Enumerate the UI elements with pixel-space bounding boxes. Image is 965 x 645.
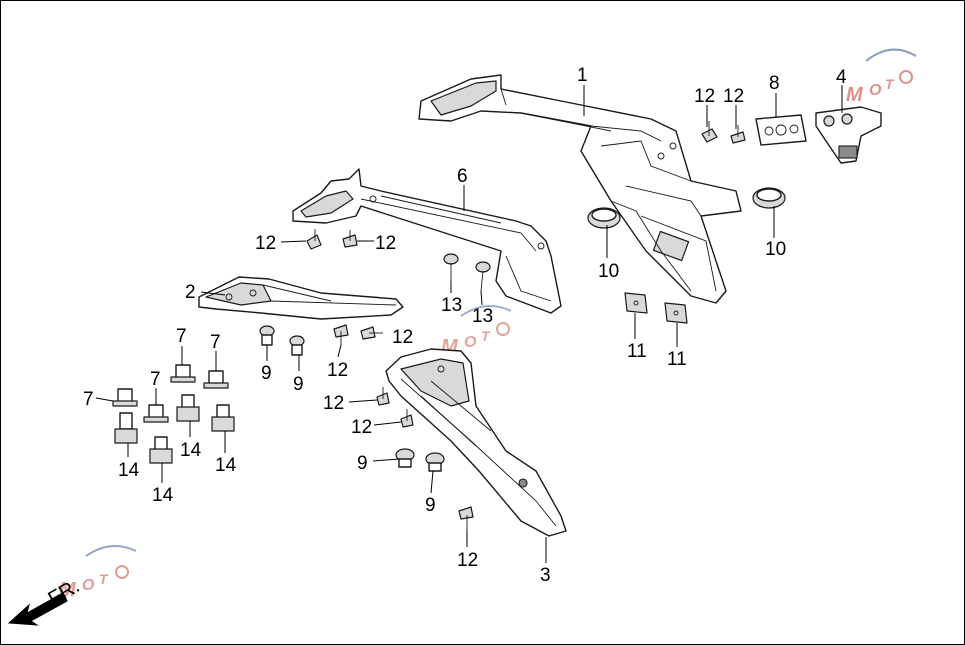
callout-1: 1: [577, 65, 588, 86]
callout-10-b: 10: [765, 239, 786, 260]
leader-lines: [95, 85, 843, 563]
svg-text:T: T: [481, 328, 491, 344]
callout-14-c: 14: [180, 440, 202, 461]
part-14-nut-b: [149, 436, 173, 464]
callout-14-a: 14: [118, 460, 140, 481]
callout-12-e: 12: [327, 360, 348, 381]
callout-9-b: 9: [293, 374, 304, 395]
callout-14-d: 14: [215, 455, 237, 476]
part-13-screw-b: [475, 261, 491, 292]
part-12-screw-f: [360, 326, 383, 340]
callout-6: 6: [457, 166, 468, 187]
part-11-clip-right: [664, 302, 688, 324]
callout-12-c: 12: [255, 233, 276, 254]
watermark-logo-bottom-left: M O T: [59, 545, 137, 601]
callout-2: 2: [185, 282, 196, 303]
part-3-rear-fender: [385, 348, 567, 537]
part-14-nut-c: [176, 394, 200, 422]
part-12-screw-a: [701, 121, 718, 143]
part-12-screw-h: [400, 409, 414, 428]
callout-7-c: 7: [150, 369, 161, 390]
callout-11-b: 11: [667, 349, 687, 370]
part-12-screw-g: [376, 387, 390, 406]
callout-7-d: 7: [83, 389, 94, 410]
part-7-collar-b: [143, 404, 169, 423]
part-9-bolt-b: [289, 335, 305, 356]
callout-12-a: 12: [694, 86, 715, 107]
part-12-screw-b: [730, 125, 746, 144]
svg-text:T: T: [885, 76, 895, 92]
callout-7-a: 7: [176, 326, 187, 347]
front-arrow-icon: [7, 592, 68, 626]
part-14-nut-d: [211, 404, 235, 432]
callout-14-b: 14: [152, 485, 174, 506]
front-direction-indicator: FR.: [7, 575, 83, 626]
part-7-collar-d: [203, 370, 229, 389]
part-12-screw-d: [342, 230, 358, 248]
callout-10-a: 10: [598, 261, 619, 282]
part-8-cover-plate: [755, 114, 807, 146]
callout-3: 3: [540, 565, 551, 586]
part-7-collar-a: [112, 388, 138, 407]
part-10-grommet-left: [587, 207, 621, 229]
callout-13-b: 13: [472, 306, 493, 327]
callout-12-b: 12: [723, 86, 744, 107]
callout-13-a: 13: [441, 295, 462, 316]
part-10-grommet-right: [752, 187, 786, 209]
callout-9-c: 9: [357, 453, 368, 474]
svg-text:O: O: [464, 334, 477, 351]
callouts: 1 6 2 3 4 8 12 12 12 12 10 10 11 11 13 1…: [83, 65, 847, 586]
watermark-logo-top-right: M O T: [846, 48, 917, 106]
callout-12-f: 12: [392, 327, 413, 348]
part-13-screw-a: [443, 253, 459, 281]
part-4-license-light: [815, 106, 882, 164]
svg-text:O: O: [82, 577, 95, 594]
part-12-screw-i: [458, 506, 474, 531]
part-6-inner-frame-bracket: [292, 168, 562, 314]
svg-text:O: O: [869, 82, 882, 99]
callout-4: 4: [836, 67, 847, 88]
part-12-screw-e: [333, 324, 349, 345]
callout-12-g: 12: [323, 393, 344, 414]
callout-9-d: 9: [425, 495, 436, 516]
part-11-clip-left: [624, 292, 648, 314]
part-12-screw-c: [306, 229, 322, 250]
part-9-bolt-d: [425, 452, 445, 472]
part-9-bolt-c: [395, 448, 415, 468]
svg-text:T: T: [99, 571, 109, 587]
callout-12-d: 12: [375, 233, 396, 254]
callout-12-i: 12: [457, 550, 478, 571]
part-2-lower-bracket: [198, 276, 404, 320]
part-14-nut-a: [114, 412, 138, 444]
callout-12-h: 12: [351, 417, 372, 438]
callout-11-a: 11: [627, 341, 647, 362]
part-7-collar-c: [170, 364, 196, 383]
callout-8: 8: [769, 73, 780, 94]
part-1-rear-frame-bracket: [418, 74, 742, 304]
callout-7-b: 7: [210, 332, 221, 353]
svg-text:M: M: [846, 84, 864, 106]
part-9-bolt-a: [259, 325, 275, 346]
callout-9-a: 9: [261, 363, 272, 384]
